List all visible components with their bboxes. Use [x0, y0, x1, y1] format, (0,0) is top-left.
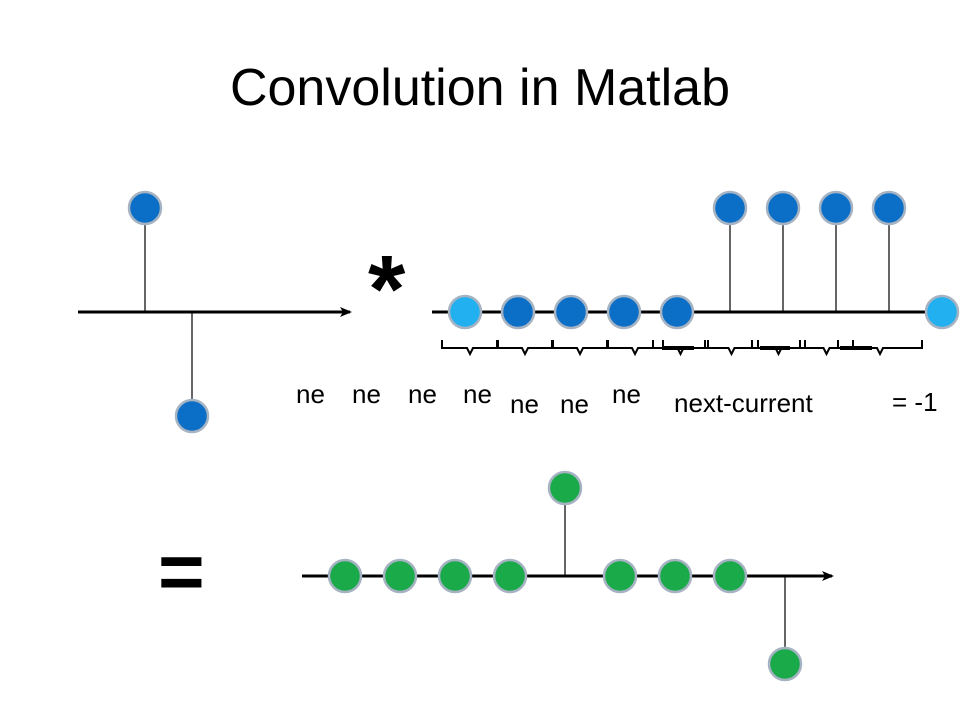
stem-marker [437, 558, 473, 594]
stem-marker [327, 558, 363, 594]
stem-marker [447, 294, 483, 330]
brace [441, 340, 499, 357]
stem-marker [659, 294, 695, 330]
stem-marker [547, 470, 583, 506]
stem-marker [712, 558, 748, 594]
brace-label: ne [612, 381, 641, 407]
brace-label: ne [560, 391, 589, 417]
stem-marker [500, 294, 536, 330]
kernel-signal [78, 190, 352, 434]
stem-marker [818, 190, 854, 226]
brace-label: ne [510, 391, 539, 417]
brace-label: ne [408, 379, 437, 409]
stem-marker [606, 294, 642, 330]
input-signal [432, 190, 960, 330]
stem-marker [871, 190, 907, 226]
result-label: = -1 [892, 387, 938, 417]
brace-label: ne [352, 379, 381, 409]
convolution-operator: * [368, 236, 406, 343]
stem-marker [657, 558, 693, 594]
brace-label: ne [296, 379, 325, 409]
stem-marker [382, 558, 418, 594]
main-label: next-current [674, 388, 813, 418]
brace-label: ne [463, 381, 492, 407]
brace [496, 340, 554, 357]
stem-marker [553, 294, 589, 330]
brace [704, 340, 759, 357]
stem-marker [492, 558, 528, 594]
stem-marker [712, 190, 748, 226]
slide-title: Convolution in Matlab [229, 59, 731, 117]
equals-operator: = [158, 527, 205, 616]
stem-marker [767, 646, 803, 682]
output-signal [302, 470, 834, 682]
difference-braces [441, 340, 923, 357]
brace [837, 340, 923, 357]
stem-marker [174, 398, 210, 434]
stem-marker [924, 294, 960, 330]
stem-marker [602, 558, 638, 594]
stem-marker [127, 190, 163, 226]
brace [551, 340, 609, 357]
stem-marker [765, 190, 801, 226]
